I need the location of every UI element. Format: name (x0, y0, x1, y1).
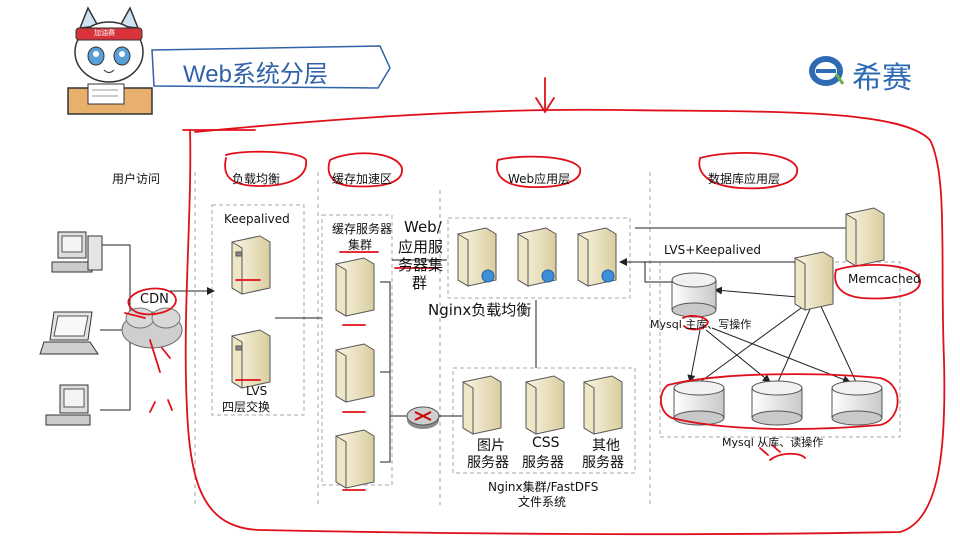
memcached-label: Memcached (848, 272, 921, 286)
column-header-load-balance: 负载均衡 (232, 172, 281, 186)
desktop-computer-1 (51, 231, 103, 273)
cache-server-2 (335, 343, 375, 403)
red-annotations (124, 77, 946, 536)
memcached-server (845, 207, 885, 267)
css-server-label-2: 服务器 (522, 455, 564, 471)
keepalived-label: Keepalived (224, 212, 290, 226)
mysql-slave-db-3 (831, 380, 883, 426)
cache-cluster-label-2: 集群 (348, 238, 373, 252)
brand-name: 希赛 (852, 61, 912, 96)
nginx-lb-label: Nginx负载均衡 (428, 301, 532, 319)
css-server (525, 375, 565, 435)
column-header-db-layer: 数据库应用层 (708, 172, 781, 186)
css-server-label-1: CSS (532, 435, 560, 451)
column-header-cache-layer: 缓存加速区 (332, 172, 393, 186)
desktop-computer-2 (45, 384, 91, 426)
nginx-fs-label-1: Nginx集群/FastDFS (488, 480, 599, 494)
brand-logo-icon (806, 54, 846, 88)
image-server (462, 375, 502, 435)
mysql-slave-label: Mysql 从库、读操作 (722, 436, 824, 449)
lvs-keepalived-label: LVS+Keepalived (664, 243, 762, 257)
image-server-label-2: 服务器 (467, 455, 509, 471)
web-server-1 (457, 227, 497, 287)
keepalived-server (231, 235, 271, 295)
mascot-illustration: 加油赛 (58, 2, 158, 120)
file-cluster-box (452, 367, 636, 474)
keepalived-group-box (211, 204, 305, 416)
web-cluster-box (447, 217, 631, 299)
title-banner (150, 42, 395, 90)
nginx-fs-label-2: 文件系统 (518, 495, 567, 509)
mysql-master-label: Mysql 主库、写操作 (650, 318, 752, 331)
web-cluster-label-4: 群 (412, 274, 428, 292)
other-server (583, 375, 623, 435)
lvs-sub-label: 四层交换 (222, 400, 271, 414)
column-header-web-layer: Web应用层 (508, 172, 571, 186)
image-server-label-1: 图片 (477, 438, 505, 454)
db-lvs-server (794, 251, 834, 311)
mysql-slave-db-2 (751, 380, 803, 426)
lvs-label: LVS (246, 384, 268, 398)
web-server-2 (517, 227, 557, 287)
column-header-user-access: 用户访问 (112, 172, 161, 186)
cdn-label: CDN (140, 292, 169, 307)
router-icon (406, 406, 440, 429)
mascot-band-text: 加油赛 (94, 29, 115, 37)
web-cluster-label-2: 应用服 (398, 238, 444, 256)
laptop-computer (39, 311, 99, 355)
other-server-label-2: 服务器 (582, 455, 624, 471)
mysql-master-db (671, 272, 717, 318)
mysql-slave-db-1 (673, 380, 725, 426)
page-title: Web系统分层 (183, 61, 328, 88)
web-cluster-label-3: 务器集 (398, 256, 444, 274)
lvs-server (231, 329, 271, 389)
other-server-label-1: 其他 (592, 438, 620, 454)
cache-cluster-label: 缓存服务器 (332, 222, 393, 236)
cache-server-1 (335, 257, 375, 317)
web-server-3 (577, 227, 617, 287)
web-cluster-label-1: Web/ (404, 218, 442, 236)
cache-server-3 (335, 429, 375, 489)
